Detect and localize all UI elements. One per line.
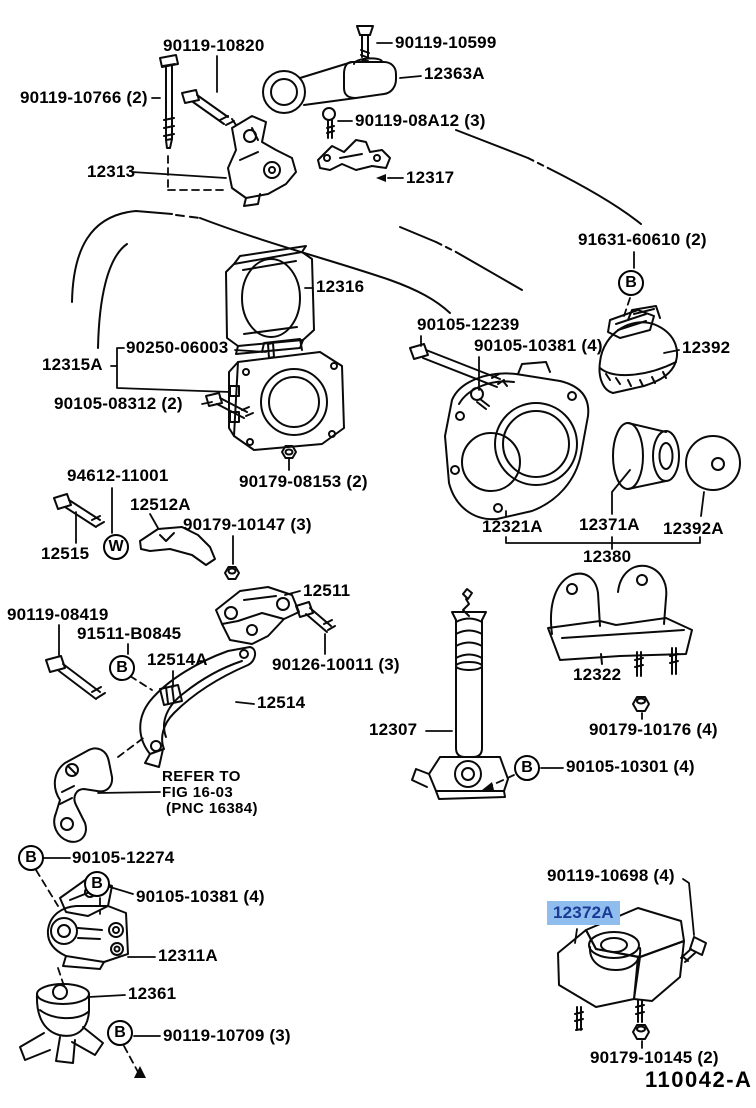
part-label-90119-08419[interactable]: 90119-08419 xyxy=(7,605,109,624)
part-label-90119-10599[interactable]: 90119-10599 xyxy=(395,33,497,52)
part-label-90105-12239[interactable]: 90105-12239 xyxy=(417,315,520,334)
part-12392a-sketch xyxy=(686,436,740,490)
part-label-90179-10145-2[interactable]: 90179-10145 (2) xyxy=(590,1048,719,1067)
part-12361-sketch xyxy=(20,984,103,1063)
part-12514a-sketch xyxy=(160,685,182,705)
callout-b-91511: B xyxy=(109,655,135,681)
part-label-12512A[interactable]: 12512A xyxy=(130,495,191,514)
part-90119-10599-sketch xyxy=(357,26,373,61)
part-label-12515[interactable]: 12515 xyxy=(41,544,90,563)
note-note-1: REFER TO xyxy=(162,768,241,785)
part-label-12361[interactable]: 12361 xyxy=(128,984,177,1003)
part-12321a-sketch xyxy=(445,362,588,519)
part-label-12307[interactable]: 12307 xyxy=(369,720,418,739)
part-label-12511[interactable]: 12511 xyxy=(303,581,351,600)
part-refer-bracket-sketch xyxy=(54,748,112,841)
leader-lines xyxy=(44,43,704,1048)
callout-b-12274: B xyxy=(18,845,44,871)
part-label-90119-10698-4[interactable]: 90119-10698 (4) xyxy=(547,866,675,885)
part-label-90105-08312-2[interactable]: 90105-08312 (2) xyxy=(54,394,183,413)
part-12307-sketch xyxy=(412,589,508,799)
callout-w-94612: W xyxy=(103,534,129,560)
part-90126-10011-sketch xyxy=(296,602,335,632)
callout-b-10709: B xyxy=(107,1020,133,1046)
part-label-90105-12274[interactable]: 90105-12274 xyxy=(72,848,175,867)
part-12322-sketch xyxy=(548,566,692,676)
part-label-12363A[interactable]: 12363A xyxy=(424,64,485,83)
part-label-12371A[interactable]: 12371A xyxy=(579,515,640,534)
part-label-12392A[interactable]: 12392A xyxy=(663,519,724,538)
part-label-91511-B0845[interactable]: 91511-B0845 xyxy=(77,624,182,643)
part-label-90119-10820[interactable]: 90119-10820 xyxy=(163,36,265,55)
part-90105-12239-sketch xyxy=(410,344,507,387)
part-12392-sketch xyxy=(600,306,678,393)
callout-b-91631: B xyxy=(618,270,644,296)
part-label-90105-10381-4a[interactable]: 90105-10381 (4) xyxy=(474,336,603,355)
part-90119-08a12-sketch xyxy=(323,108,335,138)
figure-110042-A: 110042-A xyxy=(645,1067,753,1092)
note-note-2: FIG 16-03 xyxy=(162,784,234,801)
part-90119-10766-sketch xyxy=(160,55,178,148)
part-12514-sketch xyxy=(140,647,255,767)
callout-b-10301: B xyxy=(514,755,540,781)
part-90105-10381-sketch xyxy=(471,388,489,409)
part-label-90119-10766-2[interactable]: 90119-10766 (2) xyxy=(20,88,148,107)
part-label-12316[interactable]: 12316 xyxy=(316,277,365,296)
arrowheads xyxy=(134,174,494,1078)
part-90119-08419-sketch xyxy=(46,656,105,699)
part-label-90250-06003[interactable]: 90250-06003 xyxy=(126,338,229,357)
part-label-12380[interactable]: 12380 xyxy=(583,547,632,566)
part-12315a-sketch xyxy=(229,339,344,450)
part-90179-10147-sketch xyxy=(225,567,239,579)
part-12363a-sketch xyxy=(263,58,396,113)
callout-b-10381: B xyxy=(84,871,110,897)
part-label-91631-60610-2[interactable]: 91631-60610 (2) xyxy=(578,230,707,249)
part-label-12311A[interactable]: 12311A xyxy=(158,946,218,965)
part-label-12315A[interactable]: 12315A xyxy=(42,355,103,374)
part-label-90119-08A12-3[interactable]: 90119-08A12 (3) xyxy=(355,111,486,130)
part-12372a-sketch xyxy=(558,908,684,1030)
part-90179-10176-sketch xyxy=(633,697,649,711)
part-label-90105-10381-4b[interactable]: 90105-10381 (4) xyxy=(136,887,265,906)
part-label-12313[interactable]: 12313 xyxy=(87,162,136,181)
part-label-12317[interactable]: 12317 xyxy=(406,168,455,187)
part-label-12322[interactable]: 12322 xyxy=(573,665,622,684)
part-12511-sketch xyxy=(216,587,299,644)
part-90119-10698-sketch xyxy=(681,937,706,962)
engine-outline-sketch xyxy=(72,130,641,348)
part-label-90179-10176-4[interactable]: 90179-10176 (4) xyxy=(589,720,718,739)
part-90119-10820-sketch xyxy=(182,90,236,125)
part-label-94612-11001[interactable]: 94612-11001 xyxy=(67,466,169,485)
part-label-12372A[interactable]: 12372A xyxy=(547,901,620,925)
part-label-90126-10011-3[interactable]: 90126-10011 (3) xyxy=(272,655,400,674)
part-12515-sketch xyxy=(54,494,104,527)
part-label-12321A[interactable]: 12321A xyxy=(482,517,543,536)
part-label-90119-10709-3[interactable]: 90119-10709 (3) xyxy=(163,1026,291,1045)
part-12371a-sketch xyxy=(613,423,679,489)
part-12317-sketch xyxy=(318,140,390,170)
part-label-12392[interactable]: 12392 xyxy=(682,338,731,357)
part-12316-sketch xyxy=(226,246,314,354)
part-label-12514[interactable]: 12514 xyxy=(257,693,306,712)
part-12512a-sketch xyxy=(140,527,215,565)
part-90179-10145-sketch xyxy=(633,1025,649,1039)
part-label-90179-10147-3[interactable]: 90179-10147 (3) xyxy=(183,515,312,534)
part-label-90179-08153-2[interactable]: 90179-08153 (2) xyxy=(239,472,368,491)
part-label-90105-10301-4[interactable]: 90105-10301 (4) xyxy=(566,757,695,776)
part-90179-08153-sketch xyxy=(282,446,296,458)
note-note-3: (PNC 16384) xyxy=(166,800,258,817)
part-12313-sketch xyxy=(228,116,296,206)
part-label-12514A[interactable]: 12514A xyxy=(147,650,208,669)
